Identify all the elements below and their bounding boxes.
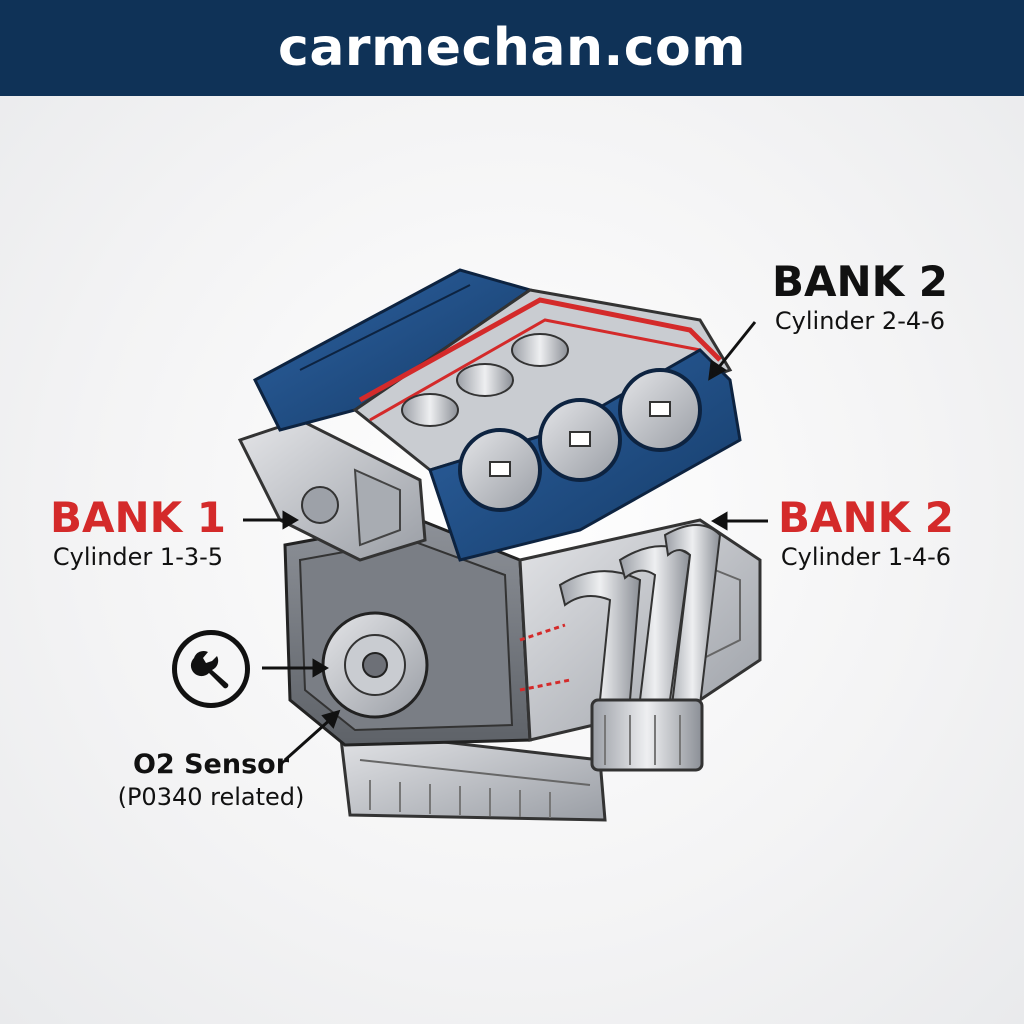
bank2-right-label: BANK 2 Cylinder 1-4-6 [766, 494, 966, 572]
o2-sensor-label: O2 Sensor (P0340 related) [96, 748, 326, 812]
leader-arrows [243, 321, 768, 762]
front-cylinder-head [237, 418, 427, 562]
bank2-right-title: BANK 2 [777, 493, 955, 542]
internal-markers [519, 623, 571, 692]
bank1-subtitle: Cylinder 1-3-5 [52, 543, 224, 571]
bank2-top-title: BANK 2 [771, 257, 949, 306]
wrench-icon [172, 630, 250, 708]
wrench-glyph [190, 650, 229, 689]
front-valve-cover [428, 348, 742, 562]
site-header: carmechan.com [0, 0, 1024, 96]
bank1-label: BANK 1 Cylinder 1-3-5 [38, 494, 238, 572]
bank2-top-subtitle: Cylinder 2-4-6 [774, 307, 946, 335]
o2-sensor-subtitle: (P0340 related) [117, 783, 305, 811]
intake-manifold [352, 288, 733, 472]
o2-sensor-title: O2 Sensor [132, 749, 290, 780]
oil-pan [338, 728, 607, 822]
crank-pulley [321, 611, 429, 719]
bank2-right-subtitle: Cylinder 1-4-6 [780, 543, 952, 571]
exhaust-headers [558, 524, 722, 772]
site-title: carmechan.com [278, 18, 746, 78]
bank2-top-label: BANK 2 Cylinder 2-4-6 [760, 258, 960, 336]
bank1-title: BANK 1 [49, 493, 227, 542]
